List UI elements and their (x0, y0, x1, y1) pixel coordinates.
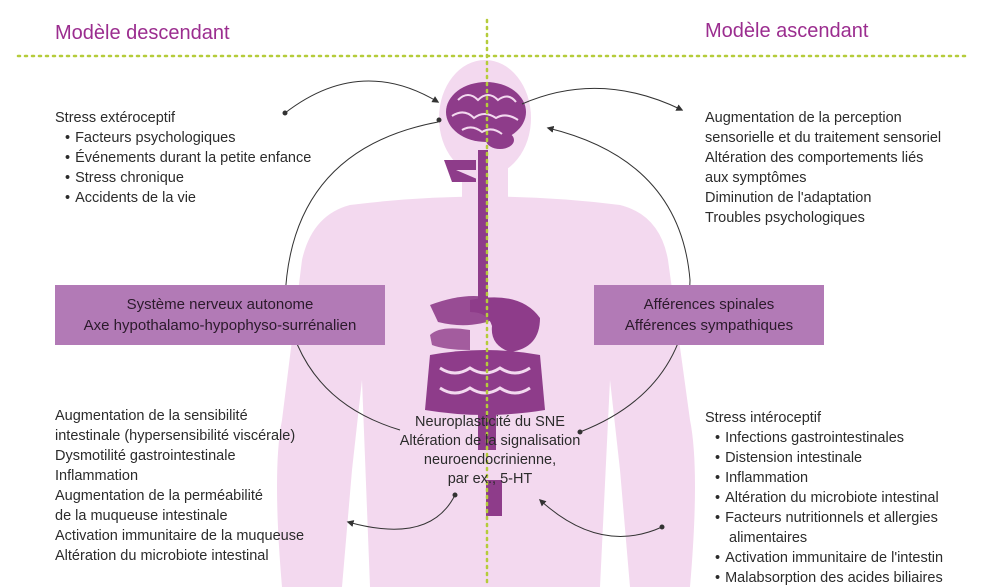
box-line: Afférences spinales (643, 296, 775, 313)
ascending-model-title: Modèle ascendant (705, 20, 869, 42)
list-item: Événements durant la petite enfance (65, 148, 311, 168)
text-line: de la muqueuse intestinale (55, 508, 228, 524)
box-line: Axe hypothalamo-hypophyso-surrénalien (83, 317, 357, 334)
autonomic-nervous-system-box: Système nerveux autonome Axe hypothalamo… (55, 285, 385, 345)
list-item: Inflammation (715, 468, 943, 488)
text-line: Altération des comportements liés (705, 150, 924, 166)
text-line: neuroendocrinienne, (423, 452, 557, 468)
list-item: alimentaires (729, 530, 808, 546)
interoceptive-stress-block: Stress intéroceptif Infections gastroint… (705, 408, 943, 588)
digestive-organs-icon (425, 296, 545, 516)
interoceptive-stress-list: Infections gastrointestinales Distension… (715, 428, 943, 588)
list-item: Infections gastrointestinales (715, 428, 943, 448)
interoceptive-stress-heading: Stress intéroceptif (705, 410, 822, 426)
text-line: aux symptômes (705, 170, 807, 186)
list-item: Accidents de la vie (65, 188, 311, 208)
exteroceptive-stress-list: Facteurs psychologiques Événements duran… (65, 128, 311, 208)
box-line: Afférences sympathiques (624, 317, 794, 334)
list-item: Altération du microbiote intestinal (715, 488, 943, 508)
text-line: Augmentation de la perception (705, 110, 902, 126)
text-line: Neuroplasticité du SNE (415, 414, 565, 430)
box-line: Système nerveux autonome (126, 296, 314, 313)
list-item: Malabsorption des acides biliaires (715, 568, 943, 588)
spinal-afferents-box: Afférences spinales Afférences sympathiq… (594, 285, 824, 345)
list-item: Facteurs nutritionnels et allergies (715, 508, 943, 528)
text-line: par ex., 5-HT (447, 471, 533, 487)
list-item: Activation immunitaire de l'intestin (715, 548, 943, 568)
ascending-effects-block: Augmentation de la perception sensoriell… (705, 108, 941, 228)
exteroceptive-stress-heading: Stress extéroceptif (55, 110, 176, 126)
text-line: sensorielle et du traitement sensoriel (705, 130, 942, 146)
text-line: Activation immunitaire de la muqueuse (55, 528, 305, 544)
text-line: intestinale (hypersensibilité viscérale) (55, 428, 296, 444)
text-line: Altération du microbiote intestinal (55, 548, 269, 564)
text-line: Dysmotilité gastrointestinale (55, 448, 236, 464)
text-line: Inflammation (55, 468, 139, 484)
descending-model-title: Modèle descendant (55, 22, 230, 44)
esophagus-icon (444, 150, 488, 300)
text-line: Troubles psychologiques (705, 210, 865, 226)
text-line: Augmentation de la sensibilité (55, 408, 248, 424)
text-line: Diminution de l'adaptation (705, 190, 872, 206)
text-line: Augmentation de la perméabilité (55, 488, 263, 504)
text-line: Altération de la signalisation (399, 433, 581, 449)
ens-neuroplasticity-text: Neuroplasticité du SNE Altération de la … (380, 413, 600, 489)
list-item: Stress chronique (65, 168, 311, 188)
list-item: Distension intestinale (715, 448, 943, 468)
list-item: Facteurs psychologiques (65, 128, 311, 148)
exteroceptive-stress-block: Stress extéroceptif Facteurs psychologiq… (55, 108, 311, 208)
gut-effects-block: Augmentation de la sensibilité intestina… (55, 406, 304, 566)
